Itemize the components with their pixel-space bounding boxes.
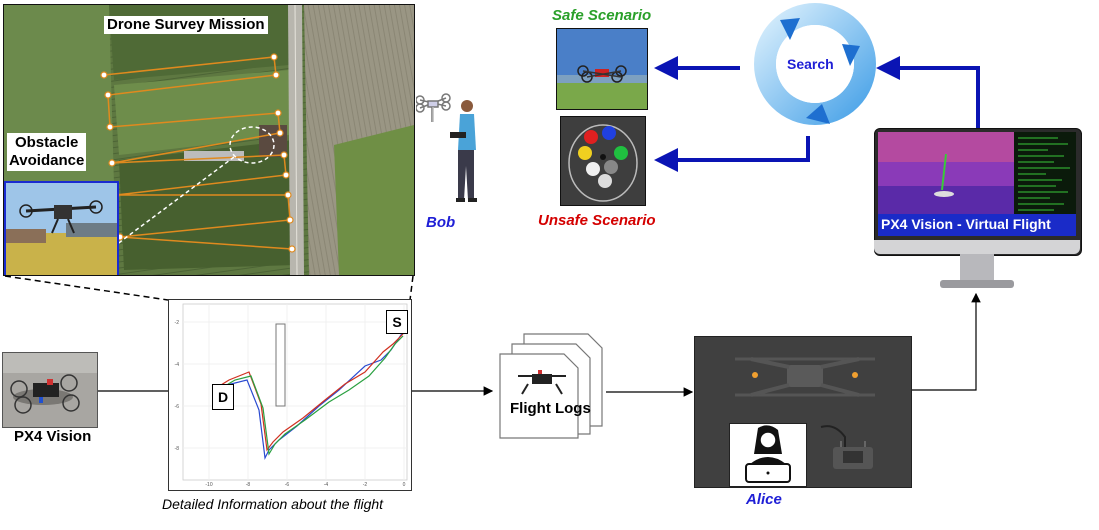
unsafe-scenario-image — [560, 116, 646, 206]
plot-obstacle — [275, 323, 286, 407]
arrow-search-unsafe — [654, 136, 810, 172]
bob-drone-icon — [415, 93, 451, 122]
alice-drone-icon — [735, 357, 875, 397]
plot-start-marker: S — [386, 310, 408, 334]
flight-logs-label: Flight Logs — [510, 400, 591, 417]
plot-x-tick: -8 — [246, 482, 251, 488]
alice-avatar-icon — [745, 425, 791, 483]
monitor-stand — [960, 254, 994, 282]
safe-scenario-label: Safe Scenario — [552, 7, 652, 24]
virtual-flight-title-bar: PX4 Vision - Virtual Flight — [878, 214, 1076, 236]
monitor-base — [940, 280, 1014, 288]
zoom-line-right — [409, 275, 414, 301]
monitor-chin — [874, 240, 1080, 254]
plot-y-ticks: -2 -4 -6 -8 — [175, 320, 180, 452]
plot-x-tick: -6 — [285, 482, 290, 488]
search-cycle: Search — [750, 0, 880, 130]
logs-drone-icon — [518, 370, 566, 395]
bob-name: Bob — [426, 214, 456, 231]
flight-plot: -10 -8 -6 -4 -2 0 -2 -4 -6 -8 S D — [168, 299, 412, 491]
alice-name: Alice — [746, 491, 782, 508]
plot-y-tick: -6 — [175, 404, 180, 410]
plot-x-ticks: -10 -8 -6 -4 -2 0 — [205, 482, 405, 488]
px4-label: PX4 Vision — [14, 428, 92, 445]
flight-logs-stack: Flight Logs — [496, 330, 606, 440]
plot-caption: Detailed Information about the flight — [162, 496, 384, 512]
flight-plot-svg: -10 -8 -6 -4 -2 0 -2 -4 -6 -8 — [175, 303, 408, 488]
obstacle-inset-photo — [4, 181, 119, 275]
plot-dest-marker-label: D — [217, 389, 229, 405]
bob-figure — [415, 88, 486, 214]
plot-y-tick: -2 — [175, 320, 180, 326]
arrow-monitor-search — [876, 56, 980, 130]
cycle-arrow-head-1 — [780, 18, 800, 40]
alice-avatar-card — [729, 423, 807, 487]
trajectory-green — [214, 335, 404, 456]
trajectory-blue — [212, 331, 404, 461]
obstacle-label-line1: Obstacle — [14, 134, 79, 151]
plot-x-tick: -2 — [363, 482, 368, 488]
obstacle-label-line2: Avoidance — [9, 152, 85, 169]
safe-scenario-image — [556, 28, 648, 110]
cycle-arrow-head-3 — [806, 104, 830, 124]
obstacle-label: Obstacle Avoidance — [7, 133, 87, 171]
cycle-arrow-head-2 — [842, 44, 860, 66]
px4-photo — [2, 352, 98, 428]
zoom-line-left — [4, 275, 169, 301]
plot-y-tick: -8 — [175, 446, 180, 452]
survey-title: Drone Survey Mission — [104, 16, 268, 34]
plot-dest-marker: D — [212, 384, 234, 410]
plot-x-tick: 0 — [403, 482, 406, 488]
plot-x-tick: -4 — [324, 482, 329, 488]
search-label: Search — [787, 56, 834, 72]
arrow-alice-monitor — [910, 292, 981, 391]
alice-panel — [694, 336, 912, 488]
virtual-flight-monitor: PX4 Vision - Virtual Flight — [874, 128, 1082, 292]
plot-start-marker-label: S — [392, 314, 402, 330]
unsafe-scenario-label: Unsafe Scenario — [538, 212, 656, 229]
survey-map: Drone Survey Mission Obstacle Avoidance — [3, 4, 415, 276]
virtual-flight-title: PX4 Vision - Virtual Flight — [881, 216, 1051, 232]
plot-x-tick: -10 — [205, 482, 212, 488]
plot-y-tick: -4 — [175, 362, 180, 368]
